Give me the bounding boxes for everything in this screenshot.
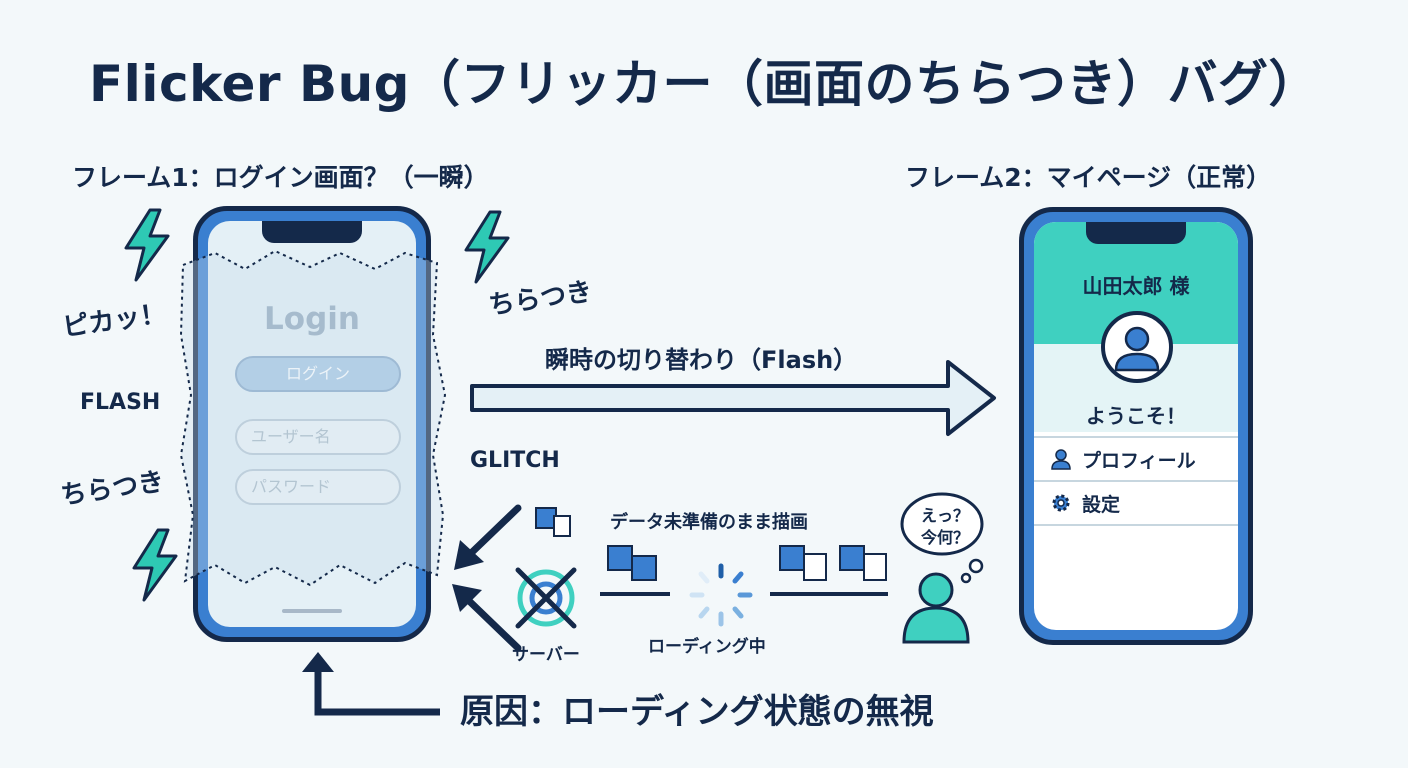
server-icon: [515, 567, 577, 629]
pikat-text: ピカッ！: [60, 298, 168, 344]
user-icon: [1051, 449, 1071, 470]
frame1-label: フレーム1：ログイン画面？（一瞬）: [72, 163, 489, 192]
chiratsuki-left-text: ちらつき: [58, 466, 166, 512]
login-button[interactable]: ログイン: [235, 356, 401, 392]
confused-user-icon: [900, 492, 984, 644]
user-name: 山田太郎 様: [1082, 274, 1190, 298]
menu-item-label: プロフィール: [1082, 449, 1196, 472]
username-input[interactable]: ユーザー名: [235, 419, 401, 455]
server-label: サーバー: [512, 645, 580, 665]
glitch-text: GLITCH: [470, 448, 560, 473]
gear-icon: [1052, 494, 1070, 512]
connector-line: [600, 592, 670, 596]
login-title: Login: [208, 301, 416, 337]
mypage-screen: 山田太郎 様 ようこそ！ プロフィール 設定: [1034, 222, 1238, 630]
loading-spinner-icon: [689, 563, 753, 627]
phone-notch: [1086, 222, 1186, 244]
lightning-icon: [132, 528, 178, 602]
password-input[interactable]: パスワード: [235, 469, 401, 505]
speech-line-1: えっ？: [920, 506, 969, 525]
cause-text: 原因：ローディング状態の無視: [460, 692, 934, 732]
render-label: データ未準備のまま描画: [610, 512, 808, 533]
menu-divider: [1034, 524, 1238, 526]
loading-label: ローディング中: [648, 637, 766, 657]
menu-item-profile[interactable]: プロフィール: [1034, 436, 1238, 480]
lightning-icon: [124, 208, 170, 282]
cause-arrow: [302, 652, 440, 716]
phone-frame1: Login ログイン ユーザー名 パスワード: [193, 206, 431, 642]
lightning-icon: [464, 210, 510, 284]
login-screen: Login ログイン ユーザー名 パスワード: [208, 221, 416, 627]
speech-line-2: 今何？: [920, 528, 969, 547]
flash-text: FLASH: [80, 390, 161, 415]
data-box-icon: [535, 507, 571, 537]
menu-item-settings[interactable]: 設定: [1034, 480, 1238, 524]
data-box-icon: [779, 545, 827, 581]
flash-transition-arrow: [470, 360, 996, 436]
welcome-text: ようこそ！: [1086, 404, 1186, 428]
menu-item-label: 設定: [1082, 493, 1121, 516]
phone-notch: [262, 221, 362, 243]
connector-line: [770, 592, 888, 596]
avatar: [1101, 311, 1173, 383]
data-box-icon: [839, 545, 887, 581]
diagram-title: Flicker Bug（フリッカー（画面のちらつき）バグ）: [89, 55, 1319, 113]
glitch-arrows: [452, 504, 522, 652]
phone-frame2: 山田太郎 様 ようこそ！ プロフィール 設定: [1019, 207, 1253, 645]
arrow-label: 瞬時の切り替わり（Flash）: [545, 346, 858, 374]
home-indicator: [282, 609, 342, 613]
glitch-overlay: [179, 249, 447, 587]
frame2-label: フレーム2：マイページ（正常）: [905, 163, 1272, 192]
data-box-icon: [607, 545, 657, 581]
